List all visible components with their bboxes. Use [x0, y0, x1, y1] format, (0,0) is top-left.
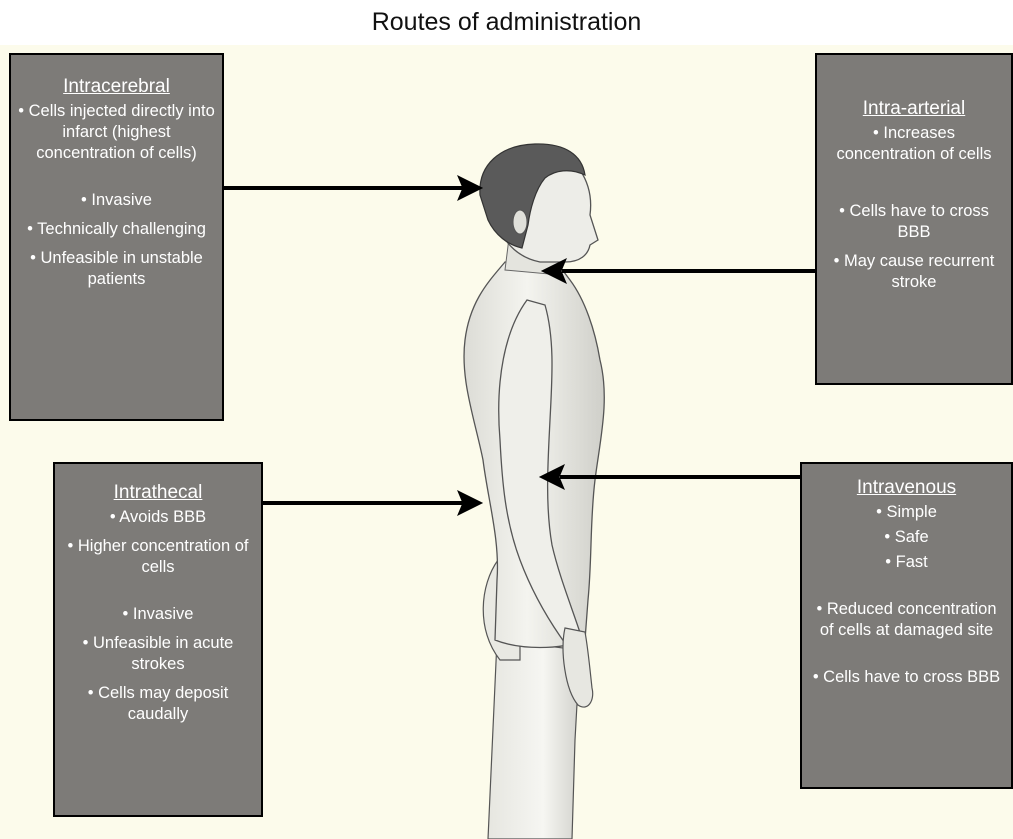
intracerebral-box: Intracerebral • Cells injected directly … — [9, 53, 224, 421]
intravenous-item: • Reduced concentration of cells at dama… — [816, 600, 997, 639]
arrow-intracerebral — [224, 174, 484, 202]
intravenous-item: • Cells have to cross BBB — [812, 668, 1001, 686]
diagram-title: Routes of administration — [371, 8, 642, 36]
intrathecal-item: • Higher concentration of cells — [67, 537, 249, 576]
figure-hand — [562, 627, 594, 708]
intrathecal-item: • Invasive — [122, 605, 194, 623]
intracerebral-item: • Cells injected directly into infarct (… — [18, 102, 215, 162]
intrathecal-heading: Intrathecal — [113, 482, 203, 503]
intravenous-heading: Intravenous — [856, 477, 957, 498]
intravenous-item: • Fast — [885, 553, 928, 571]
intracerebral-item: • Invasive — [81, 191, 152, 209]
intra-arterial-item: • Cells have to cross BBB — [839, 202, 989, 241]
intrathecal-item: • Unfeasible in acute strokes — [82, 634, 234, 673]
intra-arterial-box: Intra-arterial • Increases concentration… — [815, 53, 1013, 385]
arrow-intrathecal — [263, 489, 484, 517]
intravenous-box: Intravenous • Simple • Safe • Fast • Red… — [800, 462, 1013, 789]
intrathecal-item: • Cells may deposit caudally — [87, 684, 229, 723]
intra-arterial-item: • May cause recurrent stroke — [833, 252, 995, 291]
figure-hair — [479, 143, 586, 249]
intracerebral-item: • Unfeasible in unstable patients — [30, 249, 203, 288]
intrathecal-item: • Avoids BBB — [109, 508, 207, 526]
intra-arterial-item: • Increases concentration of cells — [836, 124, 992, 163]
intracerebral-item: • Technically challenging — [27, 220, 206, 238]
figure-ear — [512, 209, 528, 235]
intrathecal-box: Intrathecal • Avoids BBB • Higher concen… — [53, 462, 263, 817]
intravenous-item: • Safe — [884, 528, 929, 546]
intracerebral-heading: Intracerebral — [63, 76, 170, 97]
arrow-intra-arterial — [540, 257, 815, 285]
intra-arterial-heading: Intra-arterial — [862, 98, 966, 119]
intravenous-item: • Simple — [876, 503, 937, 521]
arrow-intravenous — [538, 463, 800, 491]
